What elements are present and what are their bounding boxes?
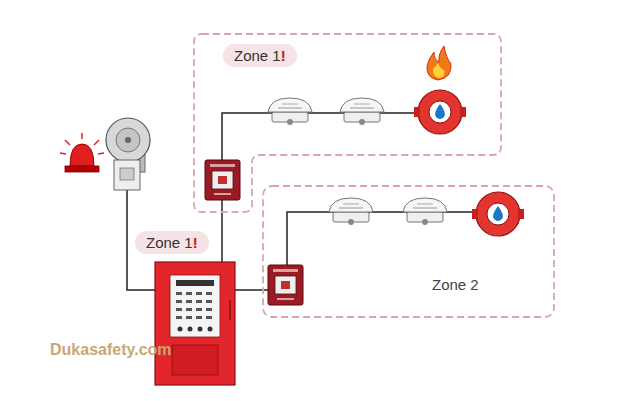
zone-outline xyxy=(262,185,555,318)
zone-tag: Zone 1! xyxy=(135,231,209,254)
watermark: Dukasafety.com xyxy=(50,341,172,359)
siren-light xyxy=(60,133,104,172)
manual-call-points xyxy=(205,160,303,305)
zone-tag-text: Zone 1! xyxy=(135,231,209,254)
zone-tag: Zone 1! xyxy=(223,44,297,67)
alarm-bell xyxy=(106,118,150,190)
fire-flame xyxy=(427,46,451,80)
detectors xyxy=(268,90,524,236)
zone-region: Zone 1! xyxy=(193,33,502,213)
alert-mark: ! xyxy=(281,47,286,64)
zone-name: Zone 2 xyxy=(432,276,479,293)
alert-mark: ! xyxy=(193,234,198,251)
control-panel xyxy=(155,262,235,385)
zone-region: Zone 2 xyxy=(262,185,555,318)
